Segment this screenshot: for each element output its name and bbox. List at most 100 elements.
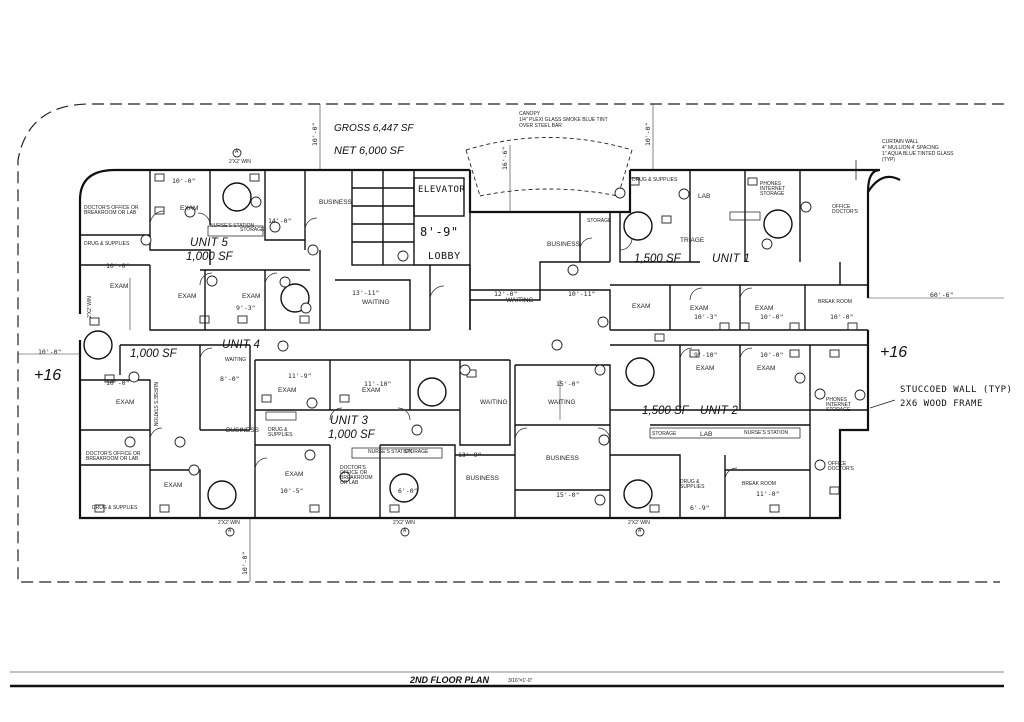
room-exam-u1a: EXAM bbox=[632, 303, 651, 310]
window-south-2: 2'X2' WIN bbox=[393, 520, 415, 526]
unit-3-name: UNIT 3 bbox=[330, 415, 369, 427]
dim-canopy: 16'-6" bbox=[501, 146, 509, 170]
room-lab-u2: LAB bbox=[700, 431, 713, 438]
dim-u2-15a: 15'-0" bbox=[556, 380, 580, 388]
room-storage-u3: STORAGE bbox=[404, 449, 429, 455]
room-exam-u3a: EXAM bbox=[278, 387, 297, 394]
dim-north-right: 10'-0" bbox=[644, 122, 652, 146]
dim-west: 10'-0" bbox=[38, 348, 62, 356]
dim-u3-6: 6'-0" bbox=[398, 487, 418, 495]
dimension-lines bbox=[18, 104, 1004, 582]
dim-north-left: 10'-0" bbox=[311, 122, 319, 146]
room-break-u1: BREAK ROOM bbox=[818, 299, 852, 305]
room-office-u2: OFFICE DOCTOR'S bbox=[828, 461, 854, 472]
restroom-fixtures bbox=[83, 182, 793, 510]
dim-u1-10-11: 10'-11" bbox=[568, 290, 596, 298]
unit-3-area: 1,000 SF bbox=[328, 429, 375, 441]
lobby-label: LOBBY bbox=[428, 251, 461, 262]
room-waiting-u3: WAITING bbox=[480, 399, 508, 406]
room-storage-u5: STORAGE bbox=[240, 227, 265, 233]
room-break-u2: BREAK ROOM bbox=[742, 481, 776, 487]
grid-a-south-3: A bbox=[638, 528, 642, 534]
room-exam-u1c: EXAM bbox=[755, 305, 774, 312]
stucco-leader bbox=[855, 160, 896, 409]
room-storage-u1: STORAGE bbox=[587, 218, 612, 224]
dim-u3-11-10: 11'-10" bbox=[364, 380, 392, 388]
dim-u3-13-9: 13'-9" bbox=[458, 451, 482, 459]
room-drug-u1: DRUG & SUPPLIES bbox=[632, 177, 678, 183]
frame-note: 2X6 WOOD FRAME bbox=[900, 399, 983, 409]
room-phones-u1: PHONES INTERNET STORAGE bbox=[760, 181, 785, 197]
dim-u5-10b: 10'-0" bbox=[106, 262, 130, 270]
canopy bbox=[465, 137, 633, 197]
dim-u3-10-5: 10'-5" bbox=[280, 487, 304, 495]
room-doctors-office-u3: DOCTOR'S OFFICE OR BREAKROOM OR LAB bbox=[340, 465, 373, 486]
room-business-u4: BUSINESS bbox=[226, 427, 259, 434]
room-exam-u3c: EXAM bbox=[285, 471, 304, 478]
drawing-scale: 3/16"=1'-0" bbox=[508, 678, 533, 684]
interior-walls bbox=[80, 169, 868, 518]
room-nurses-u5: NURSE'S STATION bbox=[210, 223, 255, 229]
grid-a-south-1: A bbox=[228, 528, 232, 534]
canopy-note-3: OVER STEEL BAR bbox=[519, 123, 562, 129]
room-exam-u2b: EXAM bbox=[757, 365, 776, 372]
room-business-u3: BUSINESS bbox=[466, 475, 499, 482]
canopy-note-2: 1/4" PLEXI GLASS SMOKE BLUE TINT bbox=[519, 117, 608, 123]
unit-1-area: 1,500 SF bbox=[634, 253, 681, 265]
room-waiting-u1: WAITING bbox=[506, 297, 534, 304]
room-business-u5: BUSINESS bbox=[319, 199, 352, 206]
canopy-note-1: CANOPY bbox=[519, 111, 541, 117]
unit-2-area: 1,500 SF bbox=[642, 405, 689, 417]
dim-u1-10: 10'-0" bbox=[760, 313, 784, 321]
elevation-left: +16 bbox=[34, 367, 62, 384]
room-drug-u4: DRUG & SUPPLIES bbox=[92, 505, 138, 511]
room-drug-u3: DRUG & SUPPLIES bbox=[268, 427, 293, 438]
dim-u2-9-10: 9'-10" bbox=[694, 351, 718, 359]
title-block-lines bbox=[10, 671, 1004, 688]
room-exam-u5a: EXAM bbox=[180, 205, 199, 212]
dim-u3-11-9: 11'-9" bbox=[288, 372, 312, 380]
room-exam-u5c: EXAM bbox=[178, 293, 197, 300]
dim-u1-10b: 10'-0" bbox=[830, 313, 854, 321]
room-drug-u5: DRUG & SUPPLIES bbox=[84, 241, 130, 247]
unit-4-area: 1,000 SF bbox=[130, 348, 177, 360]
detail-bubbles bbox=[124, 187, 866, 506]
room-lab-u1: LAB bbox=[698, 193, 711, 200]
curtain-wall-note-1: CURTAIN WALL bbox=[882, 139, 919, 145]
room-business-u1: BUSINESS bbox=[547, 241, 580, 248]
room-exam-u4a: EXAM bbox=[116, 399, 135, 406]
dim-u4-8: 8'-0" bbox=[220, 375, 240, 383]
room-triage-u1: TRIAGE bbox=[680, 237, 705, 244]
grid-a-south-2: A bbox=[403, 528, 407, 534]
dim-u2-15b: 15'-0" bbox=[556, 491, 580, 499]
room-exam-u2a: EXAM bbox=[696, 365, 715, 372]
elevator-label: ELEVATOR bbox=[418, 185, 466, 195]
drawing-title: 2ND FLOOR PLAN bbox=[410, 675, 490, 685]
building-outline bbox=[78, 168, 901, 520]
window-north: 2'X2' WIN bbox=[229, 159, 251, 165]
dim-south: 10'-0" bbox=[241, 551, 249, 575]
dim-u1-10-3: 10'-3" bbox=[694, 313, 718, 321]
dim-u5-13-11: 13'-11" bbox=[352, 289, 380, 297]
room-waiting-u4: WAITING bbox=[225, 357, 247, 363]
room-nurses-u3: NURSE'S STATION bbox=[368, 449, 413, 455]
dim-u2-6-9: 6'-9" bbox=[690, 504, 710, 512]
unit-1-name: UNIT 1 bbox=[712, 253, 751, 265]
dim-east: 60'-6" bbox=[930, 291, 954, 299]
room-exam-u5d: EXAM bbox=[242, 293, 261, 300]
room-nurses-u4: NURSE'S STATION bbox=[152, 382, 158, 427]
room-exam-u1b: EXAM bbox=[690, 305, 709, 312]
room-nurses-u2: NURSE'S STATION bbox=[744, 430, 789, 436]
lobby-dimension: 8'-9" bbox=[420, 225, 459, 239]
grid-markers bbox=[225, 148, 645, 537]
window-south-1: 2'X2' WIN bbox=[218, 520, 240, 526]
dim-u5-14: 14'-0" bbox=[268, 217, 292, 225]
dim-u5-top: 10'-0" bbox=[172, 177, 196, 185]
room-drug-u2: DRUG & SUPPLIES bbox=[680, 479, 705, 490]
dim-u2-11: 11'-0" bbox=[756, 490, 780, 498]
grid-a-north: A bbox=[235, 149, 239, 155]
unit-2-name: UNIT 2 bbox=[700, 405, 739, 417]
elevation-right: +16 bbox=[880, 344, 908, 361]
unit-5-area: 1,000 SF bbox=[186, 251, 233, 263]
